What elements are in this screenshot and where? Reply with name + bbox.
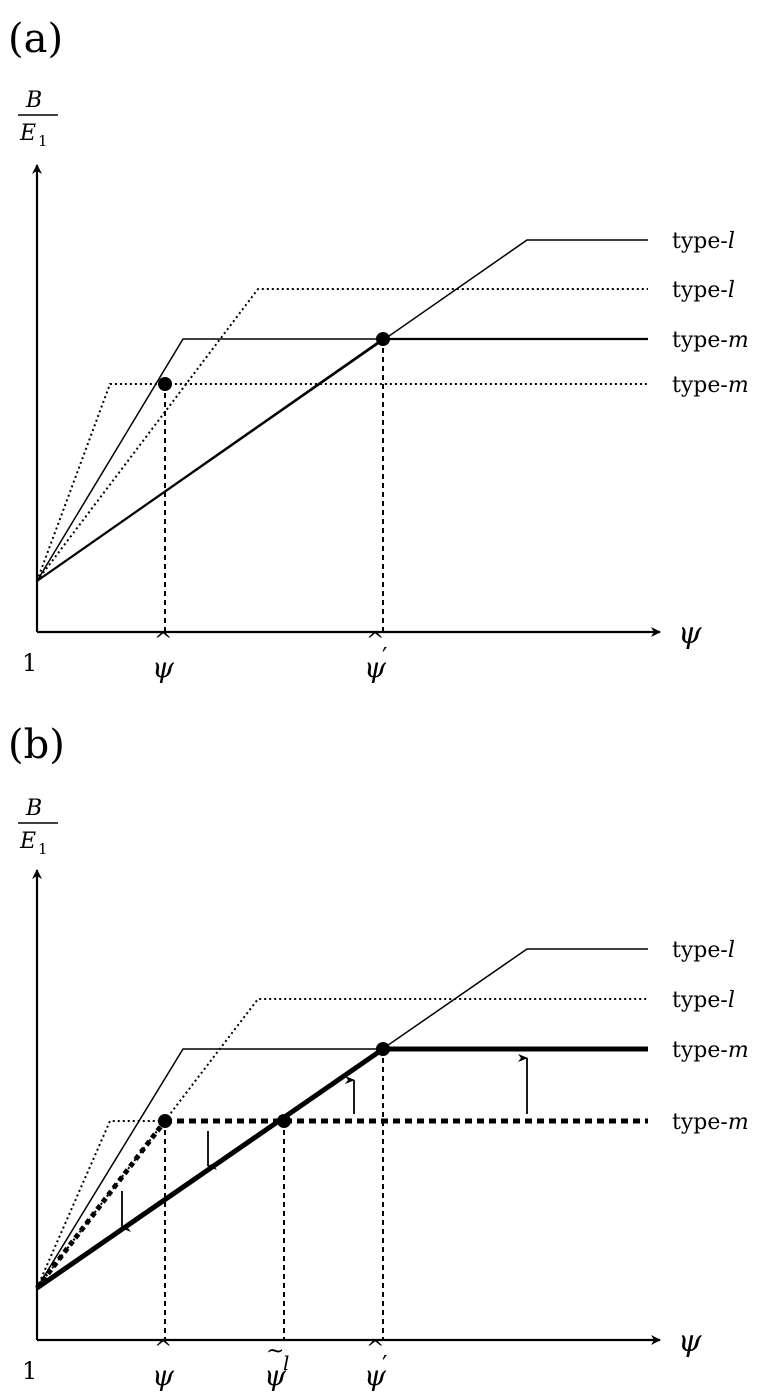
type-l-dotted-line bbox=[36, 998, 648, 1289]
type-l-solid-line bbox=[36, 948, 648, 1289]
y-label-subscript: 1 bbox=[38, 840, 48, 858]
tick-accent: ^ bbox=[366, 629, 384, 654]
x-axis-label: ψ bbox=[678, 1324, 702, 1359]
line-label-type-m-solid: type-m bbox=[672, 1038, 749, 1063]
tick-suffix: l bbox=[283, 1351, 289, 1375]
x-tick-psi-hat-prime: ^ ψ ′ bbox=[364, 1337, 387, 1392]
type-m-dotted-line bbox=[36, 383, 648, 582]
y-axis-label: B E 1 bbox=[18, 88, 58, 150]
type-m-dotted-highlight-slope bbox=[35, 1119, 167, 1290]
tick-accent: ^ bbox=[154, 1337, 172, 1362]
line-label-type-m-dotted: type-m bbox=[672, 373, 749, 398]
origin-label: 1 bbox=[22, 1357, 37, 1385]
intersection-point-psi-hat-prime bbox=[376, 1042, 390, 1056]
tick-suffix: ′ bbox=[382, 1351, 387, 1379]
x-tick-psi-hat-prime: ^ ψ ′ bbox=[364, 629, 387, 684]
tick-suffix: ′ bbox=[382, 643, 387, 671]
line-label-type-l-dotted: type-l bbox=[672, 988, 735, 1013]
intersection-point-psi-hat bbox=[158, 377, 172, 391]
panel-label: (b) bbox=[8, 722, 65, 768]
tick-base: ψ bbox=[152, 1359, 175, 1392]
x-axis-label: ψ bbox=[678, 616, 702, 651]
tick-accent: ^ bbox=[154, 629, 172, 654]
line-label-type-m-dotted: type-m bbox=[672, 1110, 749, 1135]
type-l-solid-line bbox=[36, 239, 648, 582]
x-tick-psi-hat: ^ ψ bbox=[152, 629, 175, 684]
tick-base: ψ bbox=[364, 1359, 387, 1392]
tick-base: ψ bbox=[264, 1359, 287, 1392]
line-label-type-l-dotted: type-l bbox=[672, 278, 735, 303]
y-label-numerator: B bbox=[25, 796, 42, 821]
tick-base: ψ bbox=[152, 651, 175, 684]
panel-a: (a) B E 1 ψ 1 ^ ψ ^ ψ bbox=[8, 16, 749, 684]
intersection-point-psi-tilde-l bbox=[277, 1114, 291, 1128]
type-m-solid-line bbox=[36, 338, 383, 582]
x-tick-psi-tilde-l: ~ ψ l bbox=[264, 1339, 289, 1392]
type-m-dotted-line bbox=[36, 1120, 165, 1289]
y-label-denominator: E bbox=[19, 121, 36, 146]
reference-line bbox=[36, 338, 384, 582]
type-l-dotted-line bbox=[36, 288, 648, 582]
tick-base: ψ bbox=[364, 651, 387, 684]
y-axis-label: B E 1 bbox=[18, 796, 58, 858]
panel-label: (a) bbox=[8, 16, 63, 62]
tick-accent: ^ bbox=[366, 1337, 384, 1362]
y-label-subscript: 1 bbox=[38, 132, 48, 150]
line-label-type-m-solid: type-m bbox=[672, 328, 749, 353]
line-label-type-l-top: type-l bbox=[672, 938, 735, 963]
x-tick-psi-hat: ^ ψ bbox=[152, 1337, 175, 1392]
line-label-type-l-top: type-l bbox=[672, 229, 735, 254]
intersection-point-psi-hat bbox=[158, 1114, 172, 1128]
panel-b: (b) B E 1 ψ 1 bbox=[8, 722, 749, 1392]
origin-label: 1 bbox=[22, 649, 37, 677]
y-label-numerator: B bbox=[25, 88, 42, 113]
intersection-point-psi-hat-prime bbox=[376, 332, 390, 346]
type-m-solid-line bbox=[36, 1048, 383, 1289]
tick-accent: ~ bbox=[266, 1339, 284, 1364]
y-label-denominator: E bbox=[19, 829, 36, 854]
